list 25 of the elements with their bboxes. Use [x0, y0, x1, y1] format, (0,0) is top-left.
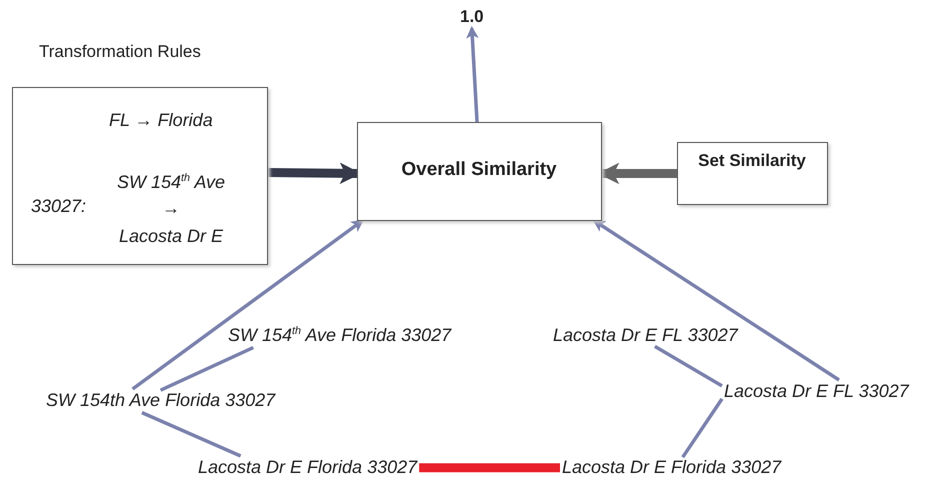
box-label: Set Similarity	[697, 150, 807, 172]
address-text: SW 154$^{th}$ Ave Florida 33027	[226, 324, 454, 348]
rule-text: Lacosta Dr E	[118, 226, 224, 248]
address-text: Lacosta Dr E FL 33027	[722, 380, 911, 404]
rule-text: FL → Florida	[109, 110, 213, 132]
arrow	[132, 220, 364, 390]
box-label: Overall Similarity	[400, 159, 558, 182]
arrow	[466, 26, 479, 122]
rule-text: →	[161, 198, 181, 220]
box-heading: Transformation Rules	[39, 42, 201, 62]
score-text: 1.0	[458, 6, 486, 28]
connector-line	[681, 398, 724, 458]
arrow	[592, 220, 840, 382]
process-box	[357, 122, 602, 221]
rule-text: SW 154$^{th}$ Ave	[116, 172, 226, 194]
connector-line	[419, 463, 560, 472]
rule-text: 33027:	[31, 196, 86, 218]
process-box	[677, 142, 828, 205]
address-text: Lacosta Dr E FL 33027	[551, 324, 740, 348]
address-text: Lacosta Dr E Florida 33027	[560, 456, 784, 480]
connector-line	[654, 344, 723, 388]
connector-line	[160, 346, 254, 392]
address-text: Lacosta Dr E Florida 33027	[196, 456, 420, 480]
address-text: SW 154th Ave Florida 33027	[44, 389, 278, 413]
connector-line	[141, 411, 242, 458]
